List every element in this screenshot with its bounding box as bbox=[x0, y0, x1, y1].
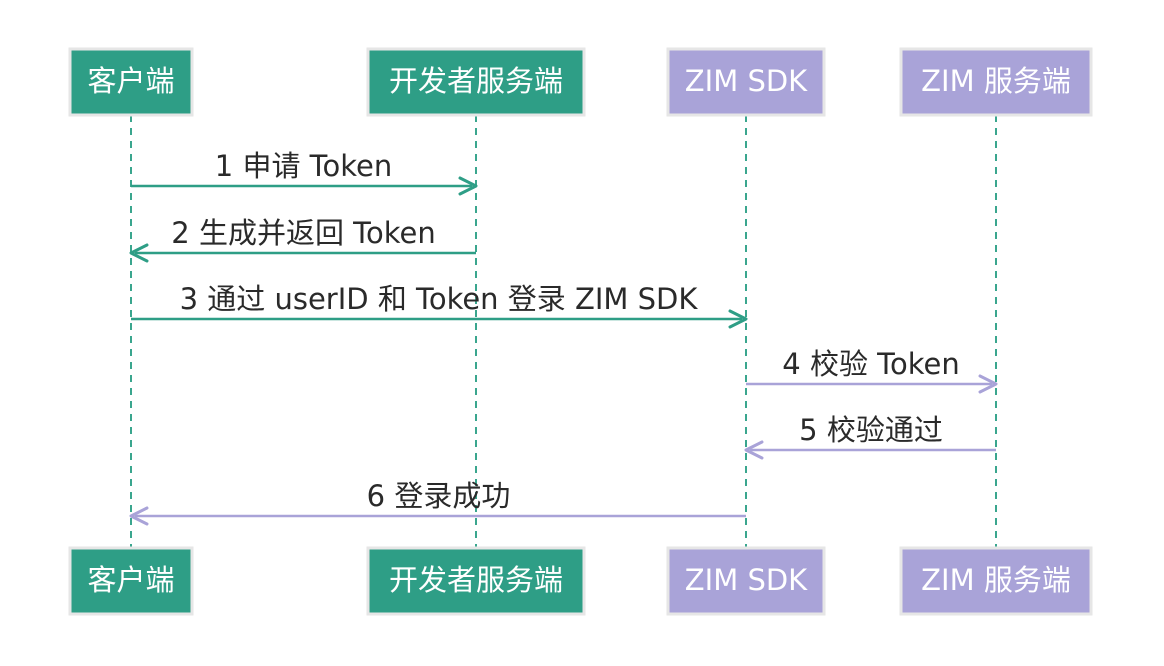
participant-bottom-zim_server: ZIM 服务端 bbox=[899, 546, 1093, 616]
message-2: 2 生成并返回 Token bbox=[129, 216, 476, 263]
message-3: 3 通过 userID 和 Token 登录 ZIM SDK bbox=[131, 282, 748, 329]
message-1: 1 申请 Token bbox=[131, 149, 478, 196]
participant-bottom-dev_server: 开发者服务端 bbox=[366, 546, 586, 616]
participant-box bbox=[68, 47, 194, 117]
arrowhead-icon bbox=[744, 440, 764, 460]
message-label: 1 申请 Token bbox=[215, 149, 392, 183]
participant-box bbox=[68, 546, 194, 616]
participant-box bbox=[899, 546, 1093, 616]
participant-label: 客户端 bbox=[87, 64, 174, 98]
message-label: 4 校验 Token bbox=[782, 347, 959, 381]
participant-label: 客户端 bbox=[87, 563, 174, 597]
message-label: 2 生成并返回 Token bbox=[171, 216, 435, 250]
participant-top-zim_server: ZIM 服务端 bbox=[899, 47, 1093, 117]
message-4: 4 校验 Token bbox=[746, 347, 998, 394]
participant-label: 开发者服务端 bbox=[389, 563, 563, 597]
arrowhead-icon bbox=[728, 309, 748, 329]
participant-box bbox=[666, 546, 826, 616]
participant-bottom-client: 客户端 bbox=[68, 546, 194, 616]
arrowhead-icon bbox=[458, 176, 478, 196]
participant-label: ZIM SDK bbox=[685, 64, 808, 98]
participant-label: ZIM 服务端 bbox=[921, 563, 1071, 597]
participant-box bbox=[666, 47, 826, 117]
message-label: 5 校验通过 bbox=[799, 413, 943, 447]
participant-box bbox=[366, 47, 586, 117]
participant-box bbox=[366, 546, 586, 616]
participant-top-dev_server: 开发者服务端 bbox=[366, 47, 586, 117]
participant-top-zim_sdk: ZIM SDK bbox=[666, 47, 826, 117]
participant-label: 开发者服务端 bbox=[389, 64, 563, 98]
participant-label: ZIM 服务端 bbox=[921, 64, 1071, 98]
arrowhead-icon bbox=[129, 243, 149, 263]
arrowhead-icon bbox=[978, 374, 998, 394]
message-label: 3 通过 userID 和 Token 登录 ZIM SDK bbox=[180, 282, 699, 316]
participant-top-client: 客户端 bbox=[68, 47, 194, 117]
message-label: 6 登录成功 bbox=[367, 479, 511, 513]
arrowhead-icon bbox=[129, 506, 149, 526]
participant-label: ZIM SDK bbox=[685, 563, 808, 597]
participant-box bbox=[899, 47, 1093, 117]
message-5: 5 校验通过 bbox=[744, 413, 996, 460]
participant-bottom-zim_sdk: ZIM SDK bbox=[666, 546, 826, 616]
message-6: 6 登录成功 bbox=[129, 479, 746, 526]
